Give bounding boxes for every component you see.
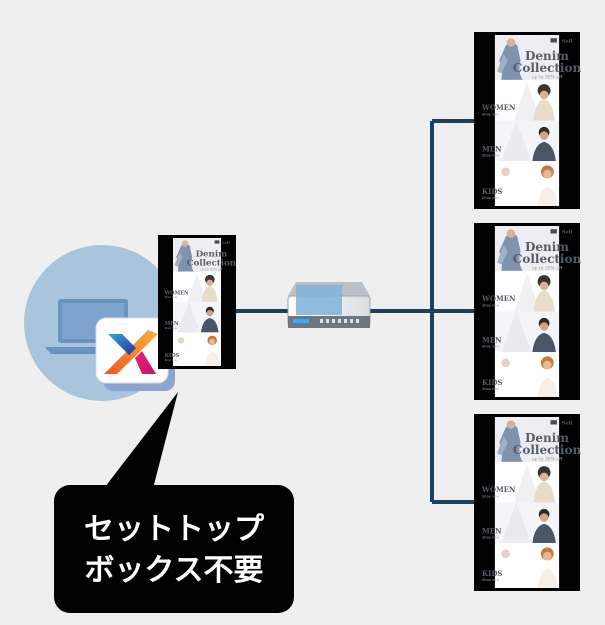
- signage-tagline-display-3: up to 30% off: [532, 457, 563, 463]
- signage-category-sub-men-display-1: Shop now: [482, 153, 499, 157]
- x-app-logo-icon: [95, 317, 175, 391]
- signage-category-sub-men-display-3: Shop now: [482, 535, 499, 539]
- signage-category-sub-women-display-1: Shop now: [482, 112, 499, 116]
- signage-category-sub-kids-display-1: Shop now: [482, 196, 499, 200]
- signage-category-sub-women-display-3: Shop now: [482, 494, 499, 498]
- signage-display-2: [474, 223, 580, 400]
- signage-headline-1-display-1: Denim: [525, 49, 569, 63]
- signage-headline-1-display-3: Denim: [525, 431, 569, 445]
- network-lines: [235, 119, 474, 504]
- signage-badge-display-2: Sell: [562, 230, 573, 236]
- callout-line-2: ボックス不要: [84, 553, 263, 588]
- signage-category-kids-display-1: KIDS: [482, 187, 502, 196]
- signage-category-kids-display-2: KIDS: [482, 378, 502, 387]
- signage-category-sub-kids-display-3: Shop now: [482, 578, 499, 582]
- signage-category-sub-kids-display-2: Shop now: [482, 387, 499, 391]
- signage-display-1: [474, 32, 580, 209]
- signage-badge-display-3: Sell: [562, 421, 573, 427]
- signage-headline-2-player: Collection: [187, 259, 237, 269]
- signage-display-3: [474, 414, 580, 591]
- signage-headline-1-display-2: Denim: [525, 240, 569, 254]
- signage-tagline-display-1: up to 30% off: [532, 75, 563, 81]
- signage-badge-player: Sell: [222, 241, 230, 245]
- player-display: [158, 235, 236, 369]
- signage-tagline-player: up to 30% off: [200, 268, 223, 272]
- signage-tagline-display-2: up to 30% off: [532, 266, 563, 272]
- signage-category-kids-player: KIDS: [165, 353, 180, 359]
- signage-headline-2-display-1: Collection: [513, 61, 582, 75]
- signage-category-sub-kids-player: Shop now: [165, 358, 177, 362]
- signage-headline-2-display-3: Collection: [513, 443, 582, 457]
- signage-category-women-display-3: WOMEN: [481, 485, 516, 494]
- callout: セットトップ ボックス不要: [54, 392, 294, 613]
- signage-category-women-display-2: WOMEN: [481, 294, 516, 303]
- callout-box: [54, 485, 294, 613]
- signage-headline-1-player: Denim: [196, 250, 228, 260]
- signage-category-sub-women-player: Shop now: [165, 295, 177, 299]
- signage-headline-2-display-2: Collection: [513, 252, 582, 266]
- signage-category-men-player: MEN: [165, 321, 179, 327]
- signage-badge-display-1: Sell: [562, 39, 573, 45]
- signage-category-men-display-1: MEN: [482, 144, 502, 153]
- signage-category-sub-women-display-2: Shop now: [482, 303, 499, 307]
- signage-category-women-player: WOMEN: [164, 290, 189, 296]
- signage-category-sub-men-player: Shop now: [165, 326, 177, 330]
- signage-category-sub-men-display-2: Shop now: [482, 344, 499, 348]
- signage-category-men-display-2: MEN: [482, 335, 502, 344]
- callout-pointer: [95, 392, 178, 500]
- network-router-icon: [287, 282, 371, 328]
- signage-category-kids-display-3: KIDS: [482, 569, 502, 578]
- signage-category-women-display-1: WOMEN: [481, 103, 516, 112]
- signage-category-men-display-3: MEN: [482, 526, 502, 535]
- callout-line-1: セットトップ: [84, 512, 265, 547]
